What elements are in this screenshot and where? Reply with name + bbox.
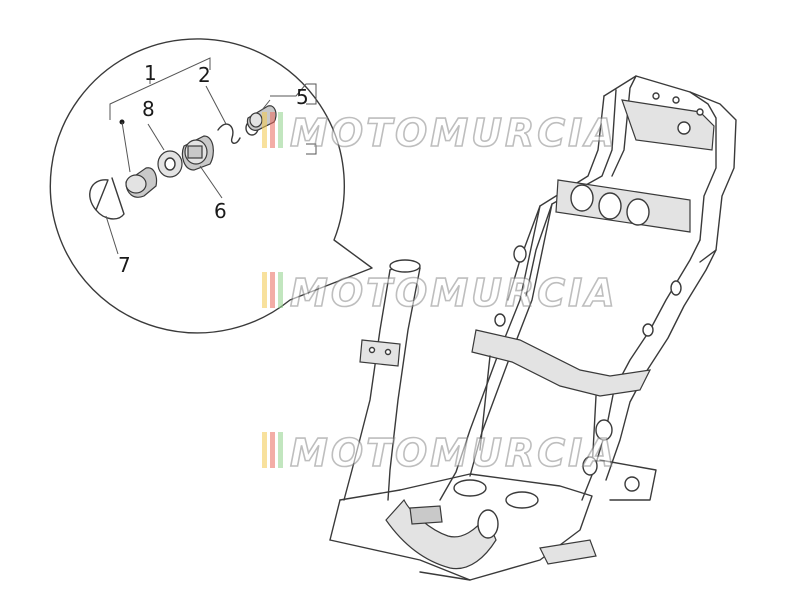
watermark-stripe [278,432,283,468]
watermark-stripe [262,272,267,308]
watermark-text: MOTOMURCIA [290,111,618,155]
watermark-stripe [270,112,275,148]
callout-5: 5 [296,85,309,109]
watermark-text: MOTOMURCIA [290,271,618,315]
callout-1: 1 [144,61,157,85]
watermark-bottom: MOTOMURCIA [262,430,618,476]
part-2-spring [217,123,241,144]
watermark-stripe [270,272,275,308]
watermark-text: MOTOMURCIA [290,431,618,475]
watermark-stripe [262,112,267,148]
callout-7: 7 [118,253,131,277]
callout-8: 8 [142,97,155,121]
watermark-stripe [278,272,283,308]
callout-2: 2 [198,63,211,87]
part-7-clip [89,177,125,220]
watermark-middle: MOTOMURCIA [262,270,618,316]
leader-lines [105,57,317,255]
detail-callout-bubble [49,38,373,334]
watermark-top: MOTOMURCIA [262,110,618,156]
callout-6: 6 [214,199,227,223]
watermark-stripe [278,112,283,148]
watermark-stripe [262,432,267,468]
scooter-frame [329,75,737,581]
watermark-stripe [270,432,275,468]
callout-labels: 1 2 5 6 7 8 [118,61,309,277]
lock-parts [89,105,277,220]
